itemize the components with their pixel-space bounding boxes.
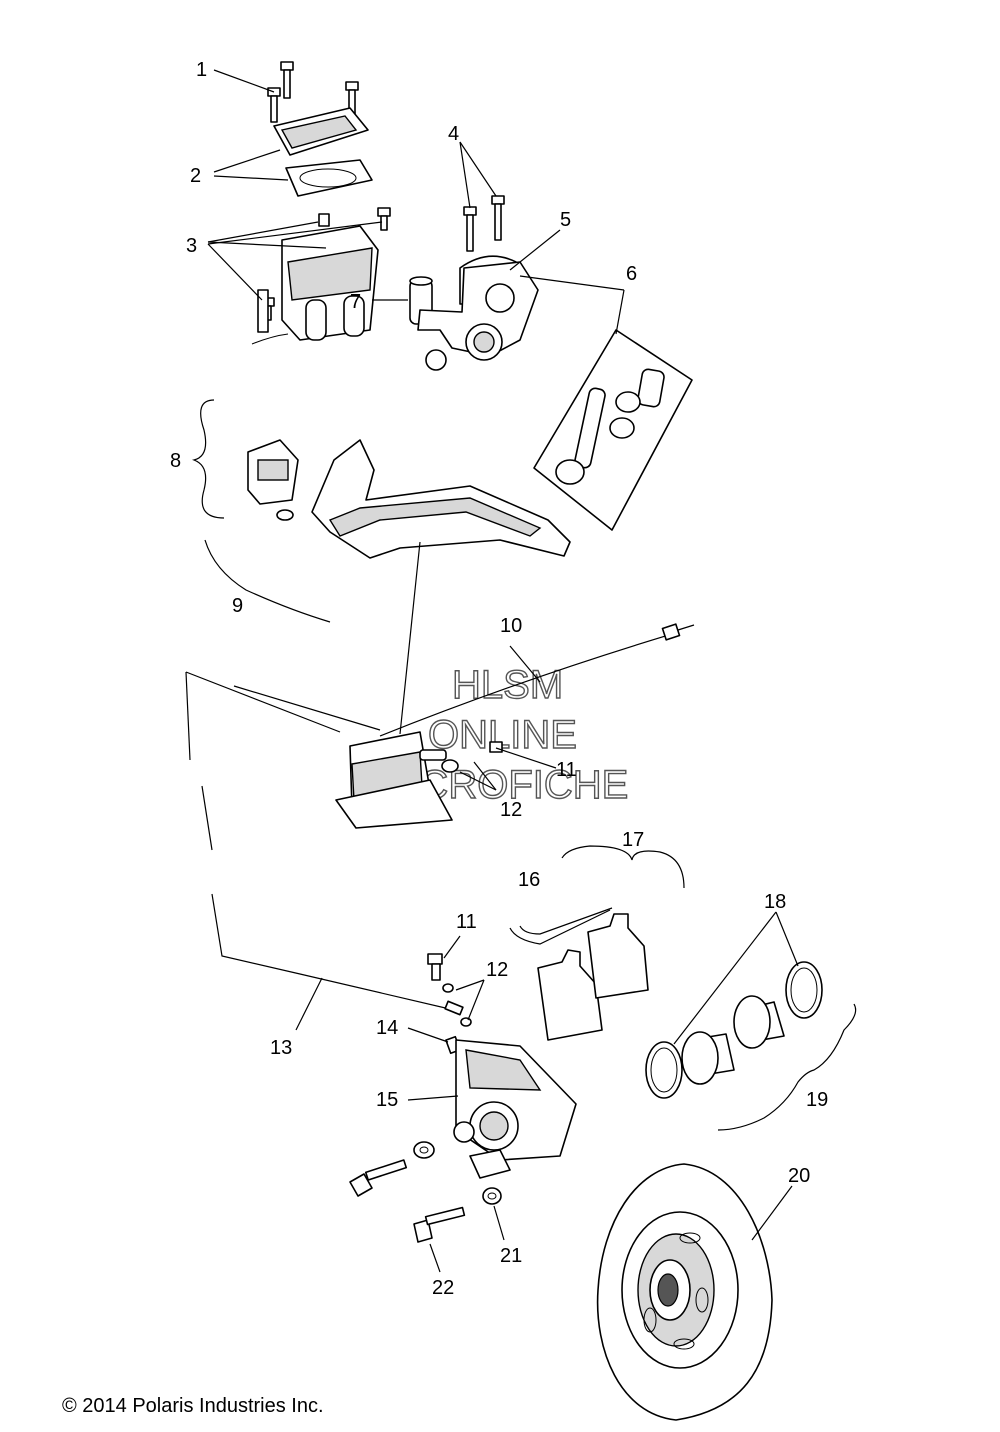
callout-4: 4 [448, 123, 459, 145]
part-caliper-15 [453, 1039, 577, 1179]
part-washers-21 [413, 1141, 502, 1205]
callout-11-lower: 11 [456, 911, 477, 933]
callout-8: 8 [170, 450, 181, 472]
part-remote-master-cylinder [335, 731, 503, 829]
part-seals-18 [645, 961, 823, 1099]
callout-21: 21 [500, 1245, 522, 1267]
part-bolts-22 [349, 1159, 466, 1243]
part-cable-10 [379, 623, 695, 737]
callout-20: 20 [788, 1165, 810, 1187]
part-piston-kit-6 [533, 329, 693, 531]
part-pad-pin-16 [509, 907, 613, 945]
bracket-19 [717, 1003, 857, 1131]
callout-9: 9 [232, 595, 243, 617]
leader-lines [207, 69, 799, 1273]
callout-13: 13 [270, 1037, 292, 1059]
part-brake-pads-17 [537, 913, 649, 1041]
part-clamp-bolts-4 [463, 195, 505, 252]
part-reservoir-cover-2 [273, 107, 373, 197]
callout-14: 14 [376, 1017, 398, 1039]
callout-numbers: 1 2 3 4 5 6 7 8 9 10 11 12 13 14 15 16 1… [170, 59, 828, 1299]
callout-16: 16 [518, 869, 540, 891]
watermark-line-2: ONLINE [428, 713, 577, 757]
callout-2: 2 [190, 165, 201, 187]
watermark-line-1: HLSM [452, 663, 563, 707]
bracket-17 [561, 845, 685, 889]
bracket-8 [191, 399, 225, 519]
copyright-notice: © 2014 Polaris Industries Inc. [62, 1395, 324, 1417]
part-switch-8 [247, 289, 299, 521]
part-master-cylinder-3 [261, 207, 391, 341]
callout-17: 17 [622, 829, 644, 851]
callout-1: 1 [196, 59, 207, 81]
callout-19: 19 [806, 1089, 828, 1111]
bracket-9 [204, 539, 331, 623]
callout-12-lower: 12 [486, 959, 508, 981]
callout-5: 5 [560, 209, 571, 231]
callout-6: 6 [626, 263, 637, 285]
callout-15: 15 [376, 1089, 398, 1111]
callout-11: 11 [556, 759, 577, 781]
part-banjo-bolt-11 [427, 953, 443, 981]
callout-10: 10 [500, 615, 522, 637]
part-brake-rotor-20 [596, 1163, 773, 1421]
callout-3: 3 [186, 235, 197, 257]
part-brake-lever [311, 439, 571, 559]
callout-12: 12 [500, 799, 522, 821]
callout-18: 18 [764, 891, 786, 913]
callout-7: 7 [350, 291, 361, 313]
part-pistons-19 [681, 995, 785, 1085]
part-lever-bracket [417, 261, 539, 371]
callout-22: 22 [432, 1277, 454, 1299]
part-brake-line-13 [185, 671, 464, 1016]
